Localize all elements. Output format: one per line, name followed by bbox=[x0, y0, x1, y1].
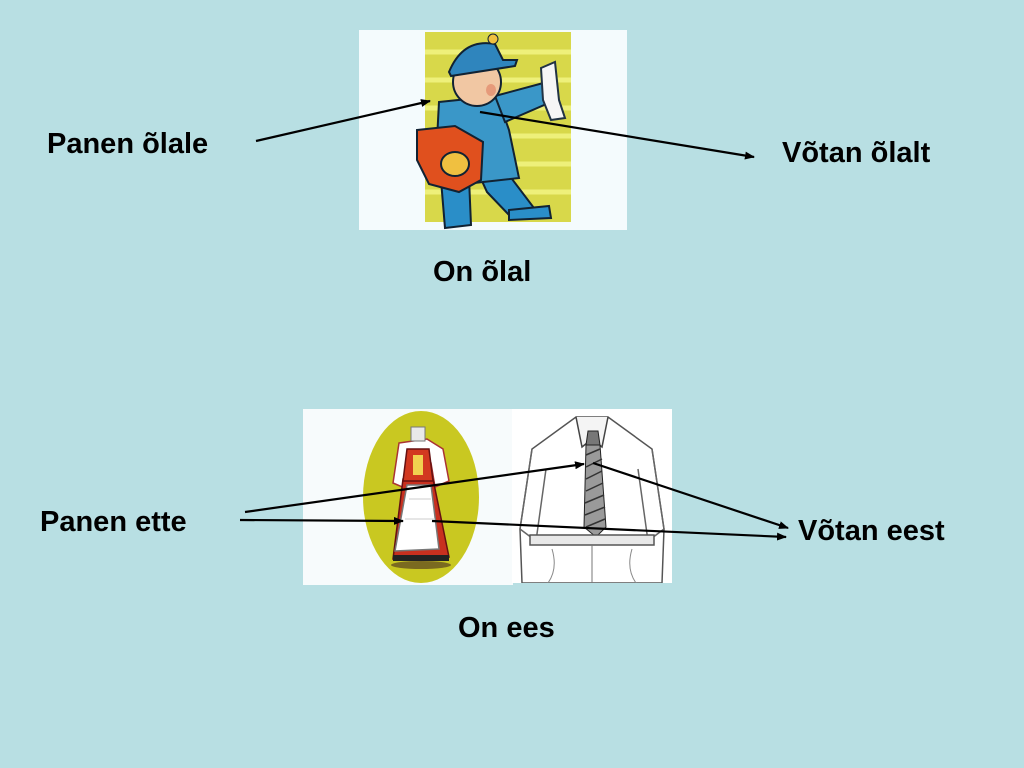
label-votan-olalt: Võtan õlalt bbox=[782, 137, 931, 169]
label-panen-olale: Panen õlale bbox=[47, 128, 209, 160]
label-votan-eest: Võtan eest bbox=[798, 515, 945, 547]
arrow-votan-eest-apron bbox=[431, 519, 787, 541]
caption-on-olal: On õlal bbox=[433, 256, 532, 288]
shirt-with-tie-illustration bbox=[512, 409, 672, 583]
mail-carrier-illustration bbox=[359, 30, 627, 230]
arrow-votan-eest-tie bbox=[592, 461, 789, 530]
caption-on-ees: On ees bbox=[458, 612, 555, 644]
label-panen-ette: Panen ette bbox=[40, 506, 187, 538]
arrow-panen-ette-apron bbox=[239, 516, 404, 525]
arrow-votan-olalt bbox=[479, 110, 755, 160]
arrow-panen-ette-tie bbox=[244, 461, 585, 514]
arrow-panen-olale bbox=[255, 99, 431, 143]
folk-costume-illustration bbox=[303, 409, 513, 585]
